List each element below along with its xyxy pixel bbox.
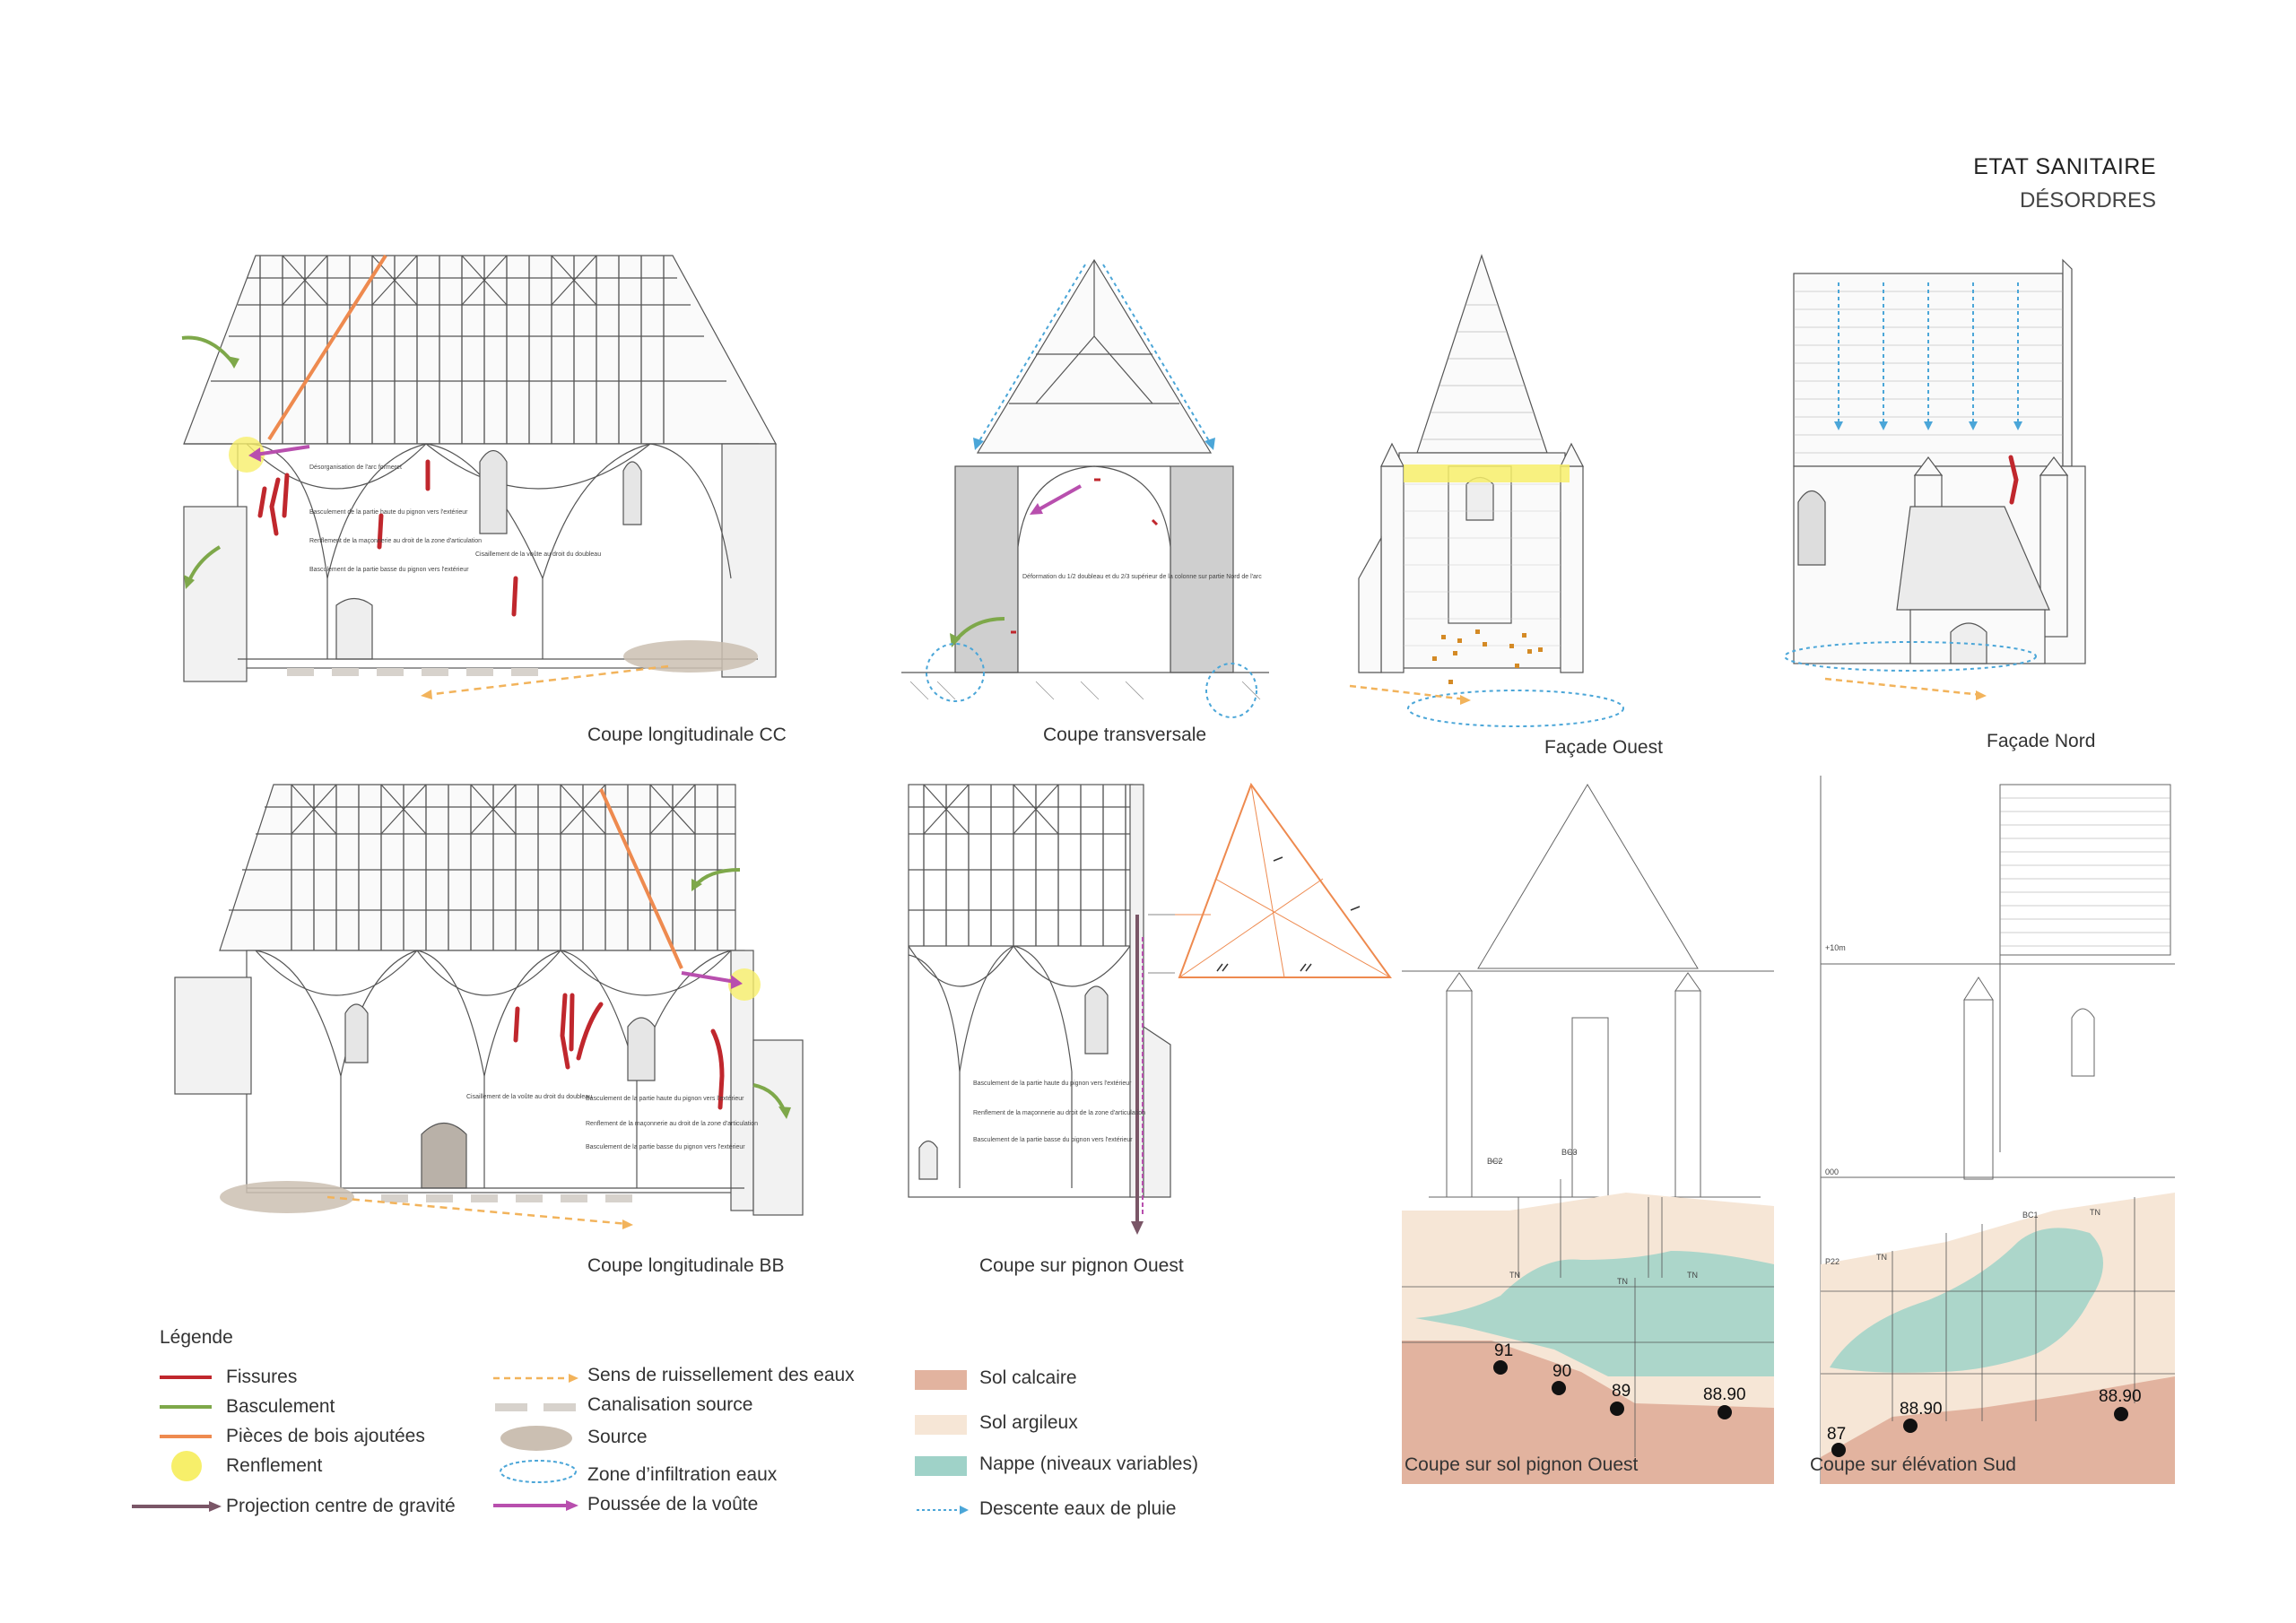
- legend-label-renflement: Renflement: [226, 1455, 323, 1476]
- legend-swatch-pluie: [917, 1506, 969, 1515]
- legend-swatch-poussee: [493, 1500, 578, 1511]
- legend-swatch-bois: [160, 1435, 212, 1438]
- annot-pignon-3: Basculement de la partie basse du pignon…: [973, 1137, 1133, 1143]
- soil-point-label: 88.90: [1900, 1400, 1943, 1419]
- legend-label-calcaire: Sol calcaire: [979, 1367, 1077, 1388]
- caption-facade-ouest: Façade Ouest: [1544, 737, 1663, 758]
- legend-swatch-infiltration: [500, 1460, 577, 1483]
- legend-label-basculement: Basculement: [226, 1396, 335, 1417]
- caption-coupe-transversale: Coupe transversale: [1043, 725, 1207, 745]
- soil-point-label: 87: [1827, 1425, 1846, 1444]
- drawing-sol-pignon: BC2 BC3 TN TN TN 91 90 89 88.90: [1402, 784, 1774, 1484]
- annot-pignon-1: Basculement de la partie haute du pignon…: [973, 1081, 1132, 1087]
- soil-label-bc1: BC1: [2022, 1211, 2039, 1219]
- drawing-coupe-transversale: Déformation du 1/2 doubleau et du 2/3 su…: [901, 258, 1269, 718]
- legend-label-canalisation: Canalisation source: [587, 1394, 753, 1415]
- caption-elevation-sud: Coupe sur élévation Sud: [1810, 1454, 2016, 1475]
- section-title: ETAT SANITAIRE: [1973, 154, 2156, 179]
- drawing-elevation-sud: +10m 000 BC1 TN TN P22 87 88.90 88.90: [1820, 776, 2175, 1484]
- drawing-facade-nord: [1784, 258, 2086, 700]
- soil-label-tn-2: TN: [2090, 1208, 2100, 1217]
- soil-point-label: 91: [1494, 1341, 1513, 1360]
- legend-swatch-nappe: [915, 1456, 967, 1476]
- annot-cc-4: Basculement de la partie basse du pignon…: [309, 567, 469, 573]
- section-subtitle: DÉSORDRES: [2019, 188, 2156, 213]
- annot-pignon-2: Renflement de la maçonnerie au droit de …: [973, 1110, 1145, 1116]
- annot-bb-3: Renflement de la maçonnerie au droit de …: [586, 1121, 758, 1127]
- legend-swatch-fissures: [160, 1376, 212, 1379]
- annot-cc-3: Renflement de la maçonnerie au droit de …: [309, 538, 482, 544]
- soil-label-10m: +10m: [1825, 943, 1846, 952]
- legend-label-nappe: Nappe (niveaux variables): [979, 1454, 1198, 1474]
- soil-label-tn-2: TN: [1617, 1277, 1628, 1286]
- soil-label-bc2: BC2: [1487, 1157, 1503, 1166]
- legend-title: Légende: [160, 1327, 233, 1348]
- legend-swatch-argileux: [915, 1415, 967, 1435]
- annot-transversale: Déformation du 1/2 doubleau et du 2/3 su…: [1022, 574, 1262, 580]
- caption-coupe-cc: Coupe longitudinale CC: [587, 725, 787, 745]
- drawing-coupe-bb: Cisaillement de la voûte au droit du dou…: [174, 784, 804, 1229]
- legend-label-source: Source: [587, 1427, 648, 1447]
- legend-label-argileux: Sol argileux: [979, 1412, 1078, 1433]
- soil-label-p22: P22: [1825, 1257, 1839, 1266]
- legend-label-ruissellement: Sens de ruissellement des eaux: [587, 1365, 855, 1385]
- legend-label-bois: Pièces de bois ajoutées: [226, 1426, 425, 1446]
- annot-cc-1: Désorganisation de l'arc formeret: [309, 464, 402, 471]
- soil-label-000: 000: [1825, 1167, 1839, 1176]
- legend-swatch-gravite: [132, 1501, 222, 1512]
- drawing-coupe-cc: Désorganisation de l'arc formeret Bascul…: [181, 254, 778, 699]
- soil-label-tn-1: TN: [1876, 1253, 1887, 1262]
- soil-point-label: 88.90: [1703, 1385, 1746, 1404]
- caption-facade-nord: Façade Nord: [1987, 731, 2096, 751]
- drawing-facade-ouest: [1349, 254, 1624, 727]
- legend-label-poussee: Poussée de la voûte: [587, 1494, 759, 1515]
- legend-swatch-source: [500, 1426, 572, 1451]
- legend-label-fissures: Fissures: [226, 1367, 298, 1387]
- soil-label-tn-1: TN: [1509, 1271, 1520, 1280]
- caption-coupe-bb: Coupe longitudinale BB: [587, 1255, 785, 1276]
- annot-bb-1: Cisaillement de la voûte au droit du dou…: [466, 1094, 592, 1100]
- annot-bb-4: Basculement de la partie basse du pignon…: [586, 1144, 745, 1150]
- legend-swatch-basculement: [160, 1405, 212, 1409]
- annot-cc-2: Basculement de la partie haute du pignon…: [309, 509, 468, 516]
- legend-swatch-renflement: [171, 1451, 202, 1481]
- caption-coupe-pignon: Coupe sur pignon Ouest: [979, 1255, 1184, 1276]
- legend-swatch-ruissellement: [493, 1374, 578, 1383]
- soil-point-label: 88.90: [2099, 1387, 2142, 1406]
- drawing-coupe-pignon: Basculement de la partie haute du pignon…: [908, 782, 1392, 1235]
- caption-sol-pignon: Coupe sur sol pignon Ouest: [1405, 1454, 1639, 1475]
- soil-point-label: 89: [1612, 1382, 1631, 1401]
- legend-swatch-canalisation: [495, 1403, 576, 1411]
- soil-label-bc3: BC3: [1561, 1148, 1578, 1157]
- soil-label-tn-3: TN: [1687, 1271, 1698, 1280]
- soil-point-label: 90: [1552, 1362, 1571, 1381]
- legend-swatch-calcaire: [915, 1370, 967, 1390]
- annot-bb-2: Basculement de la partie haute du pignon…: [586, 1096, 744, 1102]
- legend-label-infiltration: Zone d’infiltration eaux: [587, 1464, 778, 1485]
- annot-cc-5: Cisaillement de la voûte au droit du dou…: [475, 551, 601, 558]
- legend-label-pluie: Descente eaux de pluie: [979, 1498, 1177, 1519]
- legend-label-gravite: Projection centre de gravité: [226, 1496, 456, 1516]
